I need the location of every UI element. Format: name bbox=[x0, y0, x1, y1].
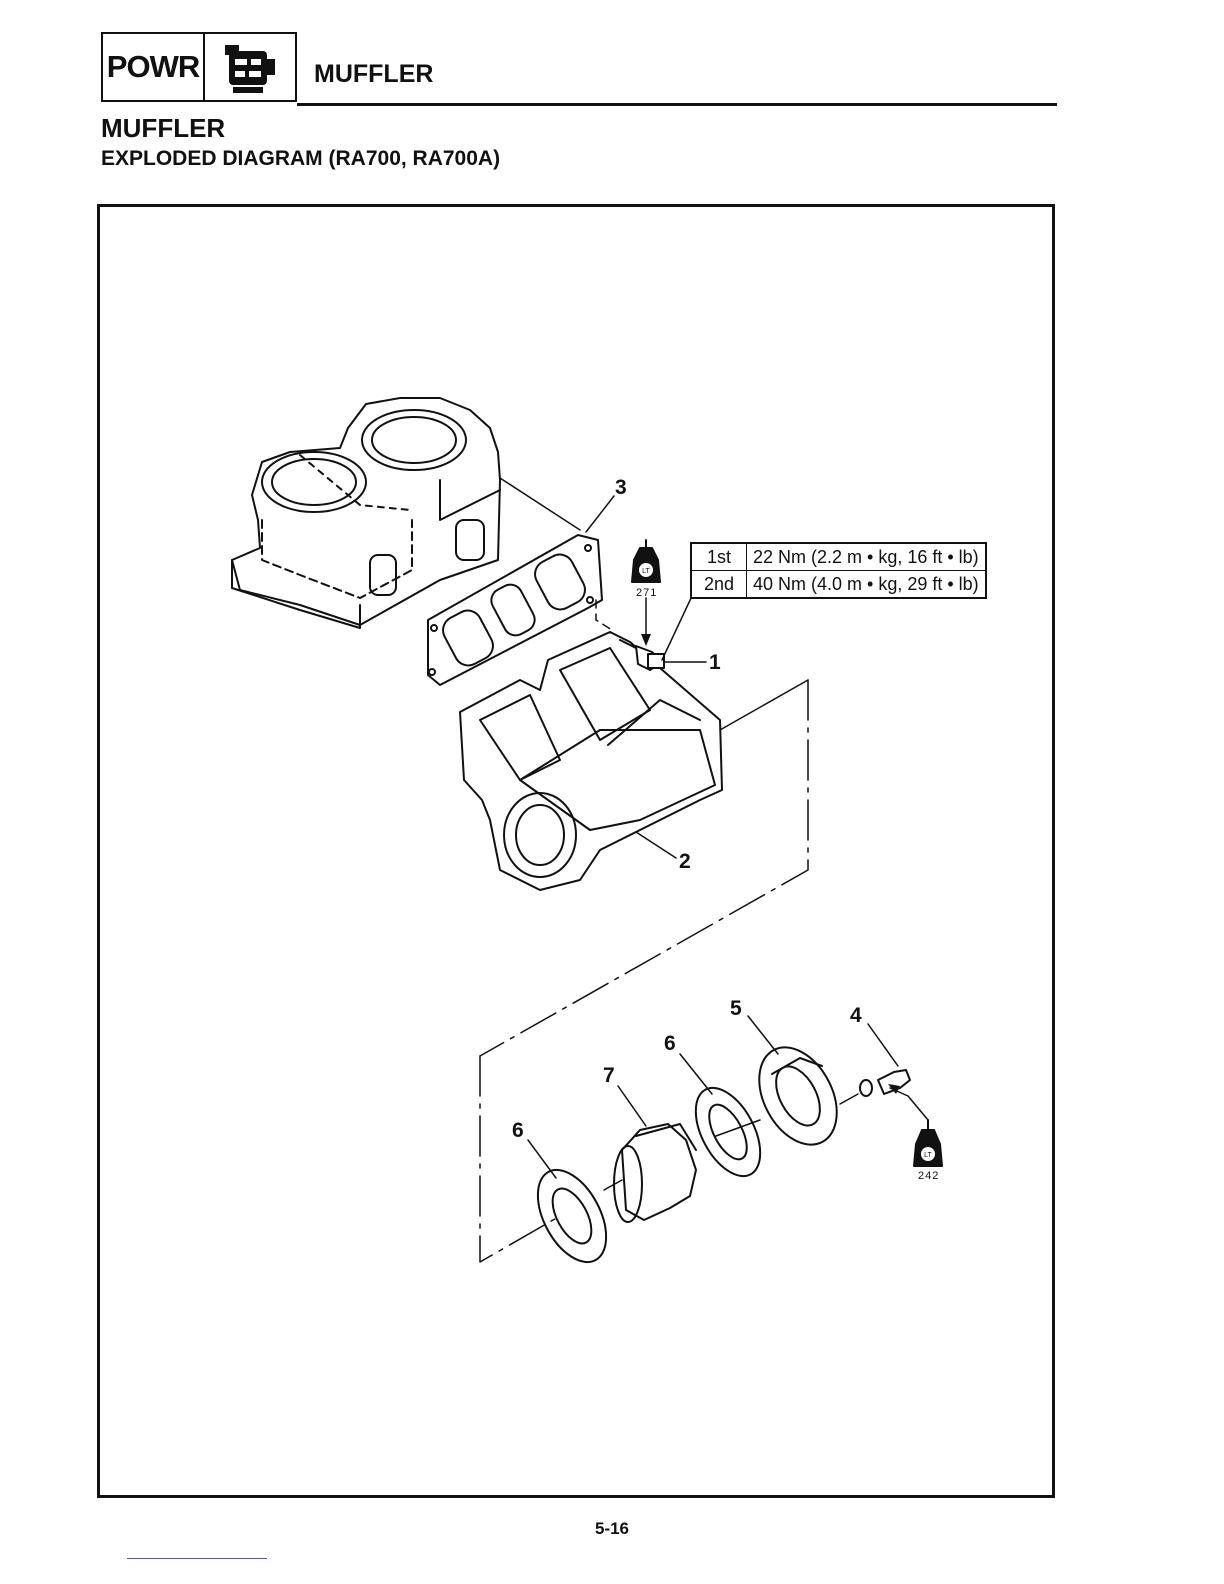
callout-6-left: 6 bbox=[512, 1120, 524, 1141]
torque-value: 40 Nm (4.0 m • kg, 29 ft • lb) bbox=[747, 571, 986, 599]
callout-6-right: 6 bbox=[664, 1033, 676, 1054]
loctite-mark-upper: LT bbox=[642, 568, 650, 575]
muffler-flange bbox=[744, 1034, 853, 1158]
callout-5: 5 bbox=[730, 998, 742, 1019]
leader-manifold bbox=[636, 832, 676, 858]
muffler-gasket-left bbox=[524, 1159, 620, 1274]
loctite-icon bbox=[632, 540, 660, 582]
page-number: 5-16 bbox=[0, 1519, 1224, 1539]
muffler-bolt bbox=[860, 1070, 910, 1096]
callout-7: 7 bbox=[603, 1065, 615, 1086]
footer-rule bbox=[127, 1558, 267, 1559]
loctite-code-upper: 271 bbox=[636, 587, 657, 599]
leader-gasket bbox=[586, 496, 614, 532]
loctite-code-lower: 242 bbox=[918, 1170, 939, 1182]
loctite-icon-lower bbox=[914, 1120, 942, 1166]
callout-2: 2 bbox=[679, 851, 691, 872]
flange-bolt bbox=[620, 640, 664, 670]
muffler-body bbox=[614, 1124, 696, 1222]
cylinder-block bbox=[232, 398, 500, 628]
callout-1: 1 bbox=[709, 652, 721, 673]
torque-row: 1st 22 Nm (2.2 m • kg, 16 ft • lb) bbox=[691, 543, 986, 571]
assembly-centerline bbox=[480, 680, 808, 1056]
torque-table: 1st 22 Nm (2.2 m • kg, 16 ft • lb) 2nd 4… bbox=[690, 542, 987, 599]
torque-step: 1st bbox=[691, 543, 747, 571]
torque-step: 2nd bbox=[691, 571, 747, 599]
leader-torque bbox=[662, 596, 692, 660]
torque-row: 2nd 40 Nm (4.0 m • kg, 29 ft • lb) bbox=[691, 571, 986, 599]
torque-value: 22 Nm (2.2 m • kg, 16 ft • lb) bbox=[747, 543, 986, 571]
loctite-mark-lower: LT bbox=[924, 1152, 932, 1159]
callout-4: 4 bbox=[850, 1005, 862, 1026]
callout-3: 3 bbox=[615, 477, 627, 498]
